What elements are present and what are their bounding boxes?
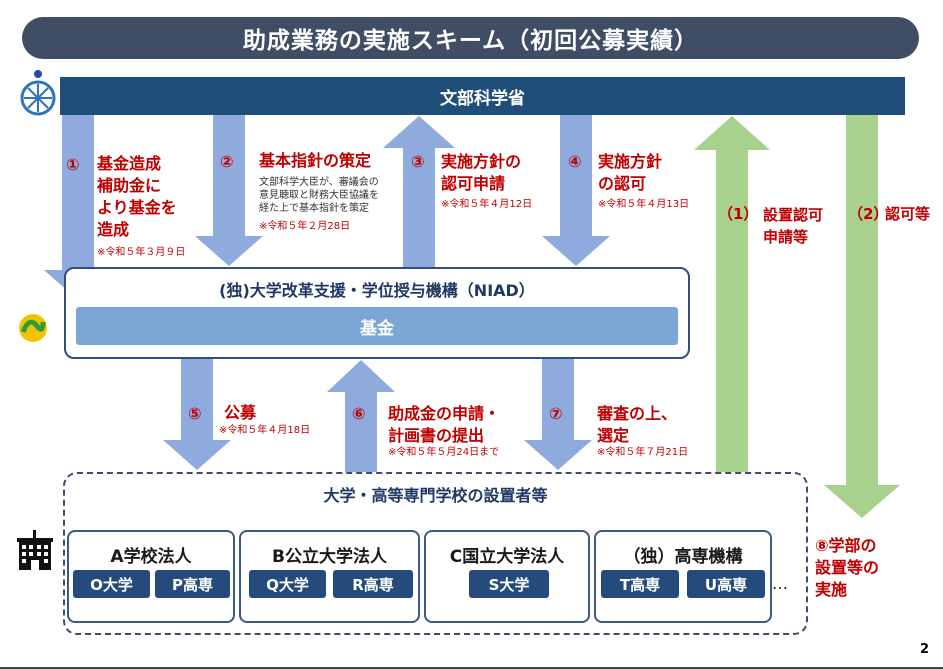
corp-name: （独）高専機構 — [623, 547, 743, 567]
p1-number: （1） — [718, 205, 759, 223]
page-title: 助成業務の実施スキーム（初回公募実績） — [22, 17, 919, 59]
step6-line2: 計画書の提出 — [388, 426, 485, 445]
step5-label: 公募 — [224, 403, 257, 422]
step8-line1: ⑧学部の — [815, 536, 877, 555]
step4-date: ※令和５年４月13日 — [598, 199, 690, 210]
step2-desc-line1: 文部科学大臣が、審議会の — [259, 177, 379, 188]
school-u: U高専 — [687, 570, 765, 598]
step7-date: ※令和５年７月21日 — [597, 447, 689, 458]
school-t: T高専 — [601, 570, 679, 598]
step5-date: ※令和５年４月18日 — [219, 425, 311, 436]
arrow-p2 — [824, 115, 900, 518]
step4-label: 実施方針 の認可 — [598, 151, 662, 195]
niad-title: (独)大学改革支援・学位授与機構（NIAD） — [219, 281, 535, 300]
step2-desc-line3: 経た上で基本指針を策定 — [259, 203, 369, 214]
step1-line3: より基金を — [97, 198, 177, 217]
step4-line2: の認可 — [598, 174, 647, 193]
step3-number: ③ — [411, 152, 425, 171]
step1-date: ※令和５年３月９日 — [97, 247, 186, 258]
step8-label: ⑧学部の 設置等の 実施 — [815, 535, 879, 601]
step3-label: 実施方針の 認可申請 — [441, 151, 521, 195]
p1-line2: 申請等 — [763, 228, 809, 246]
more-ellipsis: … — [772, 574, 788, 593]
p2-label: 認可等 — [885, 205, 931, 223]
arrow-step1 — [44, 115, 112, 300]
step2-number: ② — [220, 152, 234, 171]
step3-line1: 実施方針の — [441, 152, 522, 171]
step1-label: 基金造成 補助金に より基金を 造成 — [97, 153, 177, 241]
step3-date: ※令和５年４月12日 — [441, 199, 533, 210]
school-building-icon — [17, 530, 53, 570]
university-group-box: 大学・高等専門学校の設置者等 — [63, 472, 808, 635]
school-o: O大学 — [73, 570, 150, 598]
step5-number: ⑤ — [188, 404, 202, 423]
bottom-divider — [0, 667, 943, 669]
niad-box: (独)大学改革支援・学位授与機構（NIAD） 基金 — [64, 267, 690, 359]
step2-desc: 文部科学大臣が、審議会の 意見聴取と財務大臣協議を 経た上で基本指針を策定 — [259, 176, 379, 215]
school-s: S大学 — [469, 570, 549, 598]
school-q: Q大学 — [249, 570, 326, 598]
step7-line1: 審査の上、 — [597, 404, 678, 423]
school-r: R高専 — [333, 570, 413, 598]
arrow-step5 — [163, 359, 231, 470]
university-group-title: 大学・高等専門学校の設置者等 — [323, 486, 548, 505]
step2-label: 基本指針の策定 — [259, 151, 372, 170]
arrow-step4 — [542, 115, 610, 266]
corp-name: A学校法人 — [110, 547, 192, 567]
p1-line1: 設置認可 — [763, 206, 824, 224]
step1-line2: 補助金に — [97, 176, 162, 195]
step8-line3: 実施 — [815, 580, 848, 599]
niad-logo-icon — [19, 314, 47, 342]
corp-name: C国立大学法人 — [449, 547, 565, 567]
arrow-p1 — [694, 116, 770, 472]
step2-desc-line2: 意見聴取と財務大臣協議を — [259, 190, 379, 201]
step1: ① — [66, 155, 80, 174]
step4-number: ④ — [568, 152, 582, 171]
arrow-step2 — [195, 115, 263, 266]
step2-date: ※令和５年２月28日 — [259, 221, 351, 232]
step3-line2: 認可申請 — [441, 174, 506, 193]
school-p: P高専 — [155, 570, 230, 598]
fund-bar: 基金 — [76, 307, 678, 345]
step8-line2: 設置等の — [815, 558, 880, 577]
arrow-step3 — [383, 116, 455, 267]
step6-number: ⑥ — [352, 404, 366, 423]
step6-date: ※令和５年５月24日まで — [388, 447, 500, 458]
step4-line1: 実施方針 — [598, 152, 663, 171]
mext-logo-icon — [20, 70, 56, 116]
mext-bar: 文部科学省 — [60, 77, 905, 115]
arrow-step6 — [327, 360, 395, 472]
step1-line1: 基金造成 — [97, 154, 162, 173]
step1-line4: 造成 — [97, 220, 130, 239]
step6-line1: 助成金の申請・ — [388, 404, 501, 423]
step6-label: 助成金の申請・ 計画書の提出 — [388, 403, 500, 447]
corp-name: B公立大学法人 — [272, 547, 387, 567]
page-number: 2 — [919, 642, 929, 657]
step7-number: ⑦ — [549, 404, 563, 423]
step7-line2: 選定 — [597, 426, 630, 445]
arrow-step7 — [524, 359, 592, 470]
p2-number: （2） — [848, 205, 889, 223]
step7-label: 審査の上、 選定 — [597, 403, 677, 447]
step1-number: ① — [66, 155, 80, 174]
p1-label: 設置認可 申請等 — [763, 204, 823, 248]
